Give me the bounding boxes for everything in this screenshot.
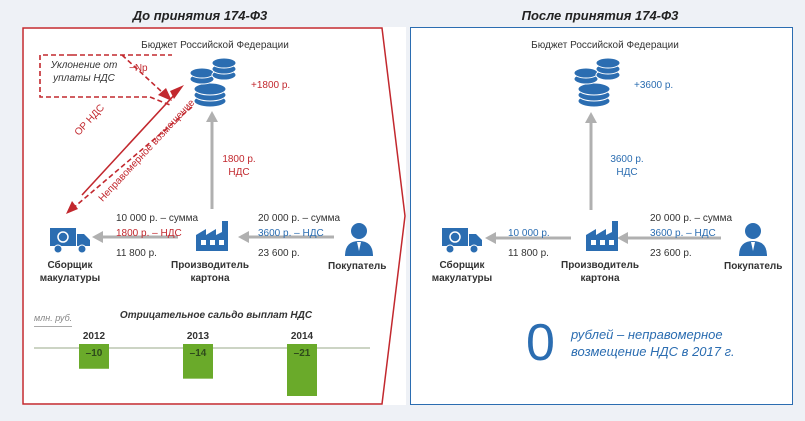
left-budget-amount: +1800 р. [251, 80, 291, 91]
right-budget-amount: +3600 р. [634, 80, 674, 91]
left-buyer-label: Покупатель [328, 261, 387, 272]
right-to-producer-vat: 3600 р. – НДС [650, 228, 716, 239]
right-header: После принятия 174-Ф3 [521, 8, 679, 23]
left-to-producer-vat: 3600 р. – НДС [258, 228, 324, 239]
right-to-collector-total: 11 800 р. [508, 248, 549, 259]
right-vat-up: 3600 р. НДС [610, 154, 644, 178]
right-budget-label: Бюджет Российской Федерации [531, 40, 679, 51]
bar-value-label: –14 [190, 348, 207, 359]
person-icon [345, 223, 373, 256]
bar-value-label: –10 [86, 348, 103, 359]
bar [183, 344, 213, 379]
left-producer-label: Производитель картона [171, 260, 249, 284]
zero-number: 0 [526, 314, 555, 372]
bar-chart: 2012 –10 2013 –14 2014 –21 [79, 331, 317, 396]
truck-icon [442, 228, 482, 254]
right-to-producer-total: 23 600 р. [650, 248, 692, 259]
bar-category-label: 2013 [187, 331, 210, 342]
left-budget-label: Бюджет Российской Федерации [141, 40, 289, 51]
evasion-label: Уклонение от уплаты НДС [50, 60, 118, 84]
coins-icon [189, 57, 237, 108]
left-to-producer-sum: 20 000 р. – сумма [258, 213, 341, 224]
chart-unit: млн. руб. [34, 312, 73, 327]
bar-category-label: 2012 [83, 331, 106, 342]
left-to-producer-total: 23 600 р. [258, 248, 300, 259]
chart-title: Отрицательное сальдо выплат НДС [119, 310, 313, 321]
right-to-collector-sum: 10 000 р. [508, 228, 550, 239]
right-producer-label: Производитель картона [561, 260, 639, 284]
right-to-producer-sum: 20 000 р. – сумма [650, 213, 733, 224]
bar-category-label: 2014 [291, 331, 314, 342]
bar-value-label: –21 [294, 348, 311, 359]
factory-icon [586, 221, 618, 251]
left-vat-up: 1800 р. НДС [222, 154, 256, 178]
factory-icon [196, 221, 228, 251]
minus-np-label: −Np [129, 63, 148, 74]
coins-icon [573, 57, 621, 108]
left-to-collector-total: 11 800 р. [116, 248, 157, 259]
left-collector-label: Сборщик макулатуры [39, 260, 101, 284]
person-icon [739, 223, 767, 256]
zero-text: рублей – неправомерное возмещение НДС в … [571, 327, 735, 359]
bar [79, 344, 109, 369]
left-to-collector-vat: 1800 р. – НДС [116, 228, 182, 239]
left-panel-border [22, 27, 406, 405]
right-buyer-label: Покупатель [724, 261, 783, 272]
right-collector-label: Сборщик макулатуры [431, 260, 493, 284]
left-to-collector-sum: 10 000 р. – сумма [116, 213, 199, 224]
left-header: До принятия 174-Ф3 [132, 8, 268, 23]
truck-icon [50, 228, 90, 254]
bar [287, 344, 317, 396]
